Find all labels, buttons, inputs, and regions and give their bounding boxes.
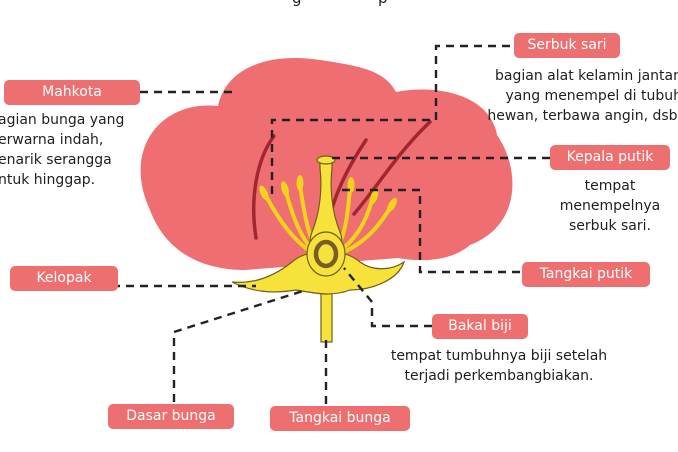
leader-tangkai-putik (336, 188, 520, 274)
desc-kepala-putik-line: menempelnya (559, 198, 661, 214)
desc-serbuk-sari-line: yang menempel di tubuh (505, 88, 678, 104)
desc-bakal-biji-line: terjadi perkembangbiakan. (404, 368, 594, 384)
desc-kepala-putik-line: tempat (584, 178, 636, 194)
desc-mahkota-line: agian bunga yang (0, 112, 125, 128)
desc-mahkota-line: erwarna indah, (0, 132, 104, 148)
desc-kepala-putik: tempat menempelnya serbuk sari. (548, 176, 672, 236)
leader-serbuk-sari (270, 44, 510, 196)
stigma (316, 155, 336, 165)
desc-mahkota: agian bunga yang erwarna indah, enarik s… (0, 110, 124, 190)
title-fragment-1: g (292, 0, 302, 7)
ovary-ring (313, 239, 339, 269)
anthers (259, 175, 398, 213)
desc-serbuk-sari-line: hewan, terbawa angin, dsb. (487, 108, 678, 124)
label-dasar-bunga: Dasar bunga (108, 404, 234, 429)
leader-dasar-bunga (172, 288, 307, 402)
title-fragment-2: p (378, 0, 388, 7)
desc-serbuk-sari-line: bagian alat kelamin jantan (495, 68, 678, 84)
desc-bakal-biji: tempat tumbuhnya biji setelah terjadi pe… (364, 346, 634, 386)
desc-mahkota-line: enarik serangga (0, 152, 112, 168)
label-serbuk-sari: Serbuk sari (514, 33, 620, 58)
ovary (306, 231, 346, 277)
leader-lines (112, 44, 550, 404)
label-kepala-putik: Kepala putik (550, 145, 670, 170)
desc-kepala-putik-line: serbuk sari. (569, 218, 651, 234)
petal-vein-left (252, 134, 276, 240)
desc-mahkota-line: ntuk hinggap. (0, 172, 96, 188)
label-kelopak: Kelopak (10, 266, 118, 291)
desc-bakal-biji-line: tempat tumbuhnya biji setelah (390, 348, 608, 364)
leader-bakal-biji (343, 267, 432, 328)
desc-serbuk-sari: bagian alat kelamin jantan yang menempel… (487, 66, 678, 126)
label-mahkota: Mahkota (4, 80, 140, 105)
label-tangkai-putik: Tangkai putik (522, 262, 650, 287)
label-bakal-biji: Bakal biji (432, 314, 528, 339)
petal-vein-right (352, 120, 432, 216)
label-tangkai-bunga: Tangkai bunga (270, 406, 410, 431)
